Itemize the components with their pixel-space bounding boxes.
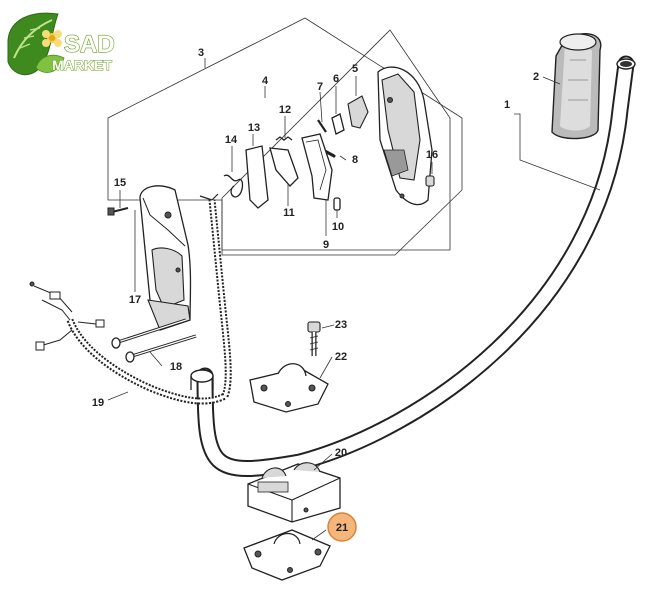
clamp-block-part-20: [247, 462, 341, 523]
callout-7: 7: [317, 81, 323, 93]
callout-labels: 3 4 1 2 5 6 7 8 9 10 11 12 13 14 15 16 1…: [92, 47, 539, 534]
control-handle-housing: [139, 185, 192, 331]
spring-part-12: [275, 136, 293, 141]
clamp-part-22: [249, 363, 329, 413]
pin-part-10: [333, 197, 341, 211]
clamp-plate-part-21: [243, 529, 331, 581]
screw-part-18: [125, 334, 197, 363]
lever-part-11: [269, 147, 299, 187]
leaf-light-icon: [35, 54, 65, 73]
housing-half-right: [377, 66, 433, 206]
screw-part-15: [107, 207, 129, 216]
callout-12: 12: [279, 104, 291, 116]
clip-part-6: [331, 113, 345, 135]
callout-1: 1: [504, 99, 510, 111]
logo-text-sad: SAD: [64, 31, 115, 58]
callout-9: 9: [323, 239, 329, 251]
lock-lever-part-13: [245, 145, 269, 209]
callout-18: 18: [170, 361, 182, 373]
callout-19: 19: [92, 397, 104, 409]
callout-20: 20: [335, 447, 347, 459]
callout-21: 21: [336, 522, 348, 534]
callout-8: 8: [352, 154, 358, 166]
assembly-box-4: [221, 29, 451, 251]
pin-part-7: [317, 119, 327, 133]
callout-14: 14: [225, 134, 238, 146]
callout-11: 11: [283, 207, 295, 219]
callout-22: 22: [335, 351, 347, 363]
callout-3: 3: [198, 47, 204, 59]
grip-part-2: [551, 32, 602, 140]
callout-23: 23: [335, 319, 347, 331]
torsion-spring-part-14: [223, 174, 244, 198]
callout-5: 5: [352, 63, 358, 75]
callout-15: 15: [114, 177, 126, 189]
cable-harness-part-19: [29, 193, 232, 405]
highlight-part-21: [327, 512, 357, 542]
leader-lines: [107, 58, 601, 541]
logo-text-market: MARKET: [52, 57, 112, 73]
handle-bar-part-1: [190, 55, 636, 477]
flower-icon: [42, 30, 62, 47]
lever-part-5: [347, 95, 369, 129]
screw-part-16: [425, 175, 435, 187]
callout-16: 16: [426, 149, 438, 161]
screw-part-17: [111, 318, 187, 349]
callout-2: 2: [533, 71, 539, 83]
bolt-part-23: [307, 321, 321, 356]
sad-market-logo: SAD MARKET: [7, 12, 115, 76]
trigger-part-9: [301, 133, 333, 201]
callout-13: 13: [248, 122, 260, 134]
callout-4: 4: [262, 75, 269, 87]
callout-6: 6: [333, 73, 339, 85]
callout-10: 10: [332, 221, 344, 233]
callout-17: 17: [129, 294, 141, 306]
